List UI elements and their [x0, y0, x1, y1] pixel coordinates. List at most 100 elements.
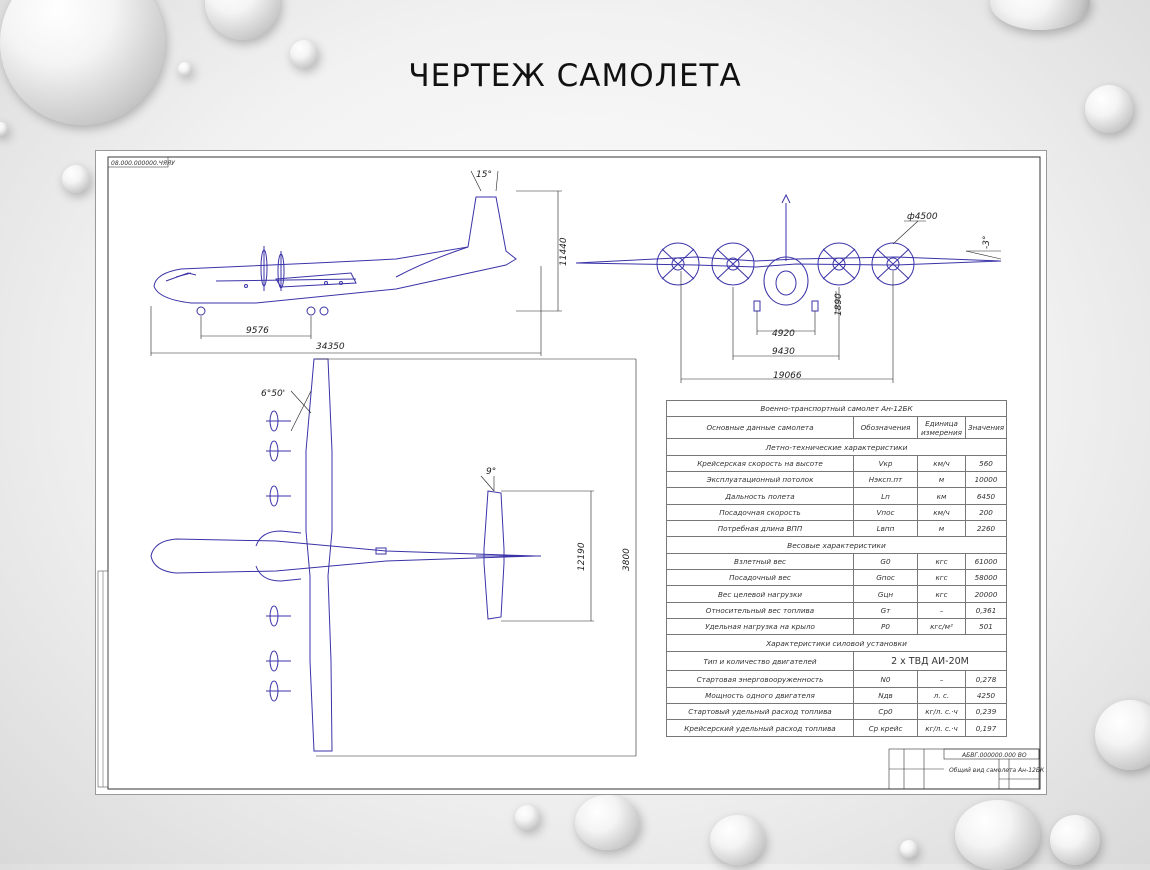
table-cell: 61000 [965, 552, 1007, 571]
table-cell: 58000 [965, 569, 1007, 587]
water-drop [1050, 815, 1100, 865]
table-cell: 200 [965, 503, 1007, 522]
water-drop [515, 805, 540, 830]
table-cell: Нэксп.пт [853, 471, 918, 489]
table-cell: 6450 [965, 487, 1007, 505]
table-cell: Lп [853, 487, 918, 505]
title-block-name: Общий вид самолета Ан-12БК [949, 767, 1045, 774]
water-drop [62, 165, 90, 193]
table-cell: 10000 [965, 471, 1007, 489]
title-block-code: АБВГ.000000.000 ВО [961, 752, 1027, 759]
front-view-dimensions [680, 220, 1002, 383]
table-cell: Удельная нагрузка на крыло [666, 618, 854, 636]
title-block [888, 748, 1040, 790]
table-cell: 0,361 [965, 601, 1007, 620]
table-cell: N0 [853, 670, 918, 688]
table-cell: кгс [917, 585, 966, 603]
table-cell: Взлетный вес [666, 552, 854, 571]
top-view-dimensions [290, 358, 637, 757]
table-cell: м [917, 520, 966, 538]
dim-front-height: 1890 [834, 293, 844, 316]
dim-stab-span: 12190 [577, 542, 587, 571]
table-cell: Vкр [853, 454, 918, 473]
doc-code-top: 08.000.000000.ЧЯЯУ [111, 160, 175, 167]
table-header: Значения [965, 416, 1007, 440]
table-header: Основные данные самолета [666, 416, 854, 440]
table-cell: Дальность полета [666, 487, 854, 505]
water-drop [205, 0, 280, 40]
table-header: Единица измерения [917, 416, 966, 440]
table-cell: Вес целевой нагрузки [666, 585, 854, 603]
water-drop [955, 800, 1040, 870]
table-cell: Потребная длина ВПП [666, 520, 854, 538]
table-cell: Посадочный вес [666, 569, 854, 587]
table-cell: 560 [965, 454, 1007, 473]
front-view [575, 193, 1002, 312]
table-cell: Gпос [853, 569, 918, 587]
water-drop [1085, 85, 1133, 133]
table-cell: л. с. [917, 686, 966, 705]
table-cell: Мощность одного двигателя [666, 686, 854, 705]
side-view [153, 196, 517, 316]
table-cell: кгс [917, 552, 966, 571]
table-section-title: Характеристики силовой установки [666, 634, 1007, 652]
table-cell: Относительный вес топлива [666, 601, 854, 620]
table-cell: Cp0 [853, 703, 918, 721]
table-cell: Cp крейс [853, 719, 918, 737]
table-cell: Крейсерский удельный расход топлива [666, 719, 854, 737]
water-drop [710, 815, 765, 865]
table-section-title: Весовые характеристики [666, 536, 1007, 554]
dim-prop-diameter: ф4500 [907, 212, 938, 222]
table-cell: – [917, 670, 966, 688]
table-cell: Посадочная скорость [666, 503, 854, 522]
table-cell: км/ч [917, 454, 966, 473]
table-cell: Lвпп [853, 520, 918, 538]
technical-drawing-sheet: 08.000.000000.ЧЯЯУ 15° [95, 150, 1047, 795]
table-cell: G0 [853, 552, 918, 571]
table-cell: км/ч [917, 503, 966, 522]
water-drop [290, 40, 318, 68]
table-cell: P0 [853, 618, 918, 636]
table-cell: кгс/м² [917, 618, 966, 636]
table-cell: 2260 [965, 520, 1007, 538]
dim-track: 4920 [772, 329, 795, 339]
table-section-title: Летно-технические характеристики [666, 438, 1007, 456]
table-cell: Стартовая энерговооруженность [666, 670, 854, 688]
table-cell: Nдв [853, 686, 918, 705]
table-cell: 0,278 [965, 670, 1007, 688]
aircraft-drawing: 08.000.000000.ЧЯЯУ 15° [97, 156, 1045, 790]
table-cell: Стартовый удельный расход топлива [666, 703, 854, 721]
dim-span: 19066 [773, 371, 802, 381]
table-cell: Тип и количество двигателей [666, 650, 854, 672]
table-cell: Vпос [853, 503, 918, 522]
water-drop [575, 795, 640, 850]
table-cell: Gт [853, 601, 918, 620]
dim-engine-span: 9430 [772, 347, 795, 357]
water-drop [900, 840, 918, 858]
table-cell: Gцн [853, 585, 918, 603]
table-cell: кг/л. с.·ч [917, 719, 966, 737]
water-drop [178, 62, 192, 76]
table-cell: м [917, 471, 966, 489]
water-drop [0, 122, 8, 136]
table-cell: 0,197 [965, 719, 1007, 737]
dim-height: 11440 [559, 237, 569, 266]
table-cell: 501 [965, 618, 1007, 636]
table-cell: – [917, 601, 966, 620]
table-header: Обозначения [853, 416, 918, 440]
table-cell: 4250 [965, 686, 1007, 705]
water-drop [990, 0, 1090, 30]
top-view [150, 358, 541, 752]
